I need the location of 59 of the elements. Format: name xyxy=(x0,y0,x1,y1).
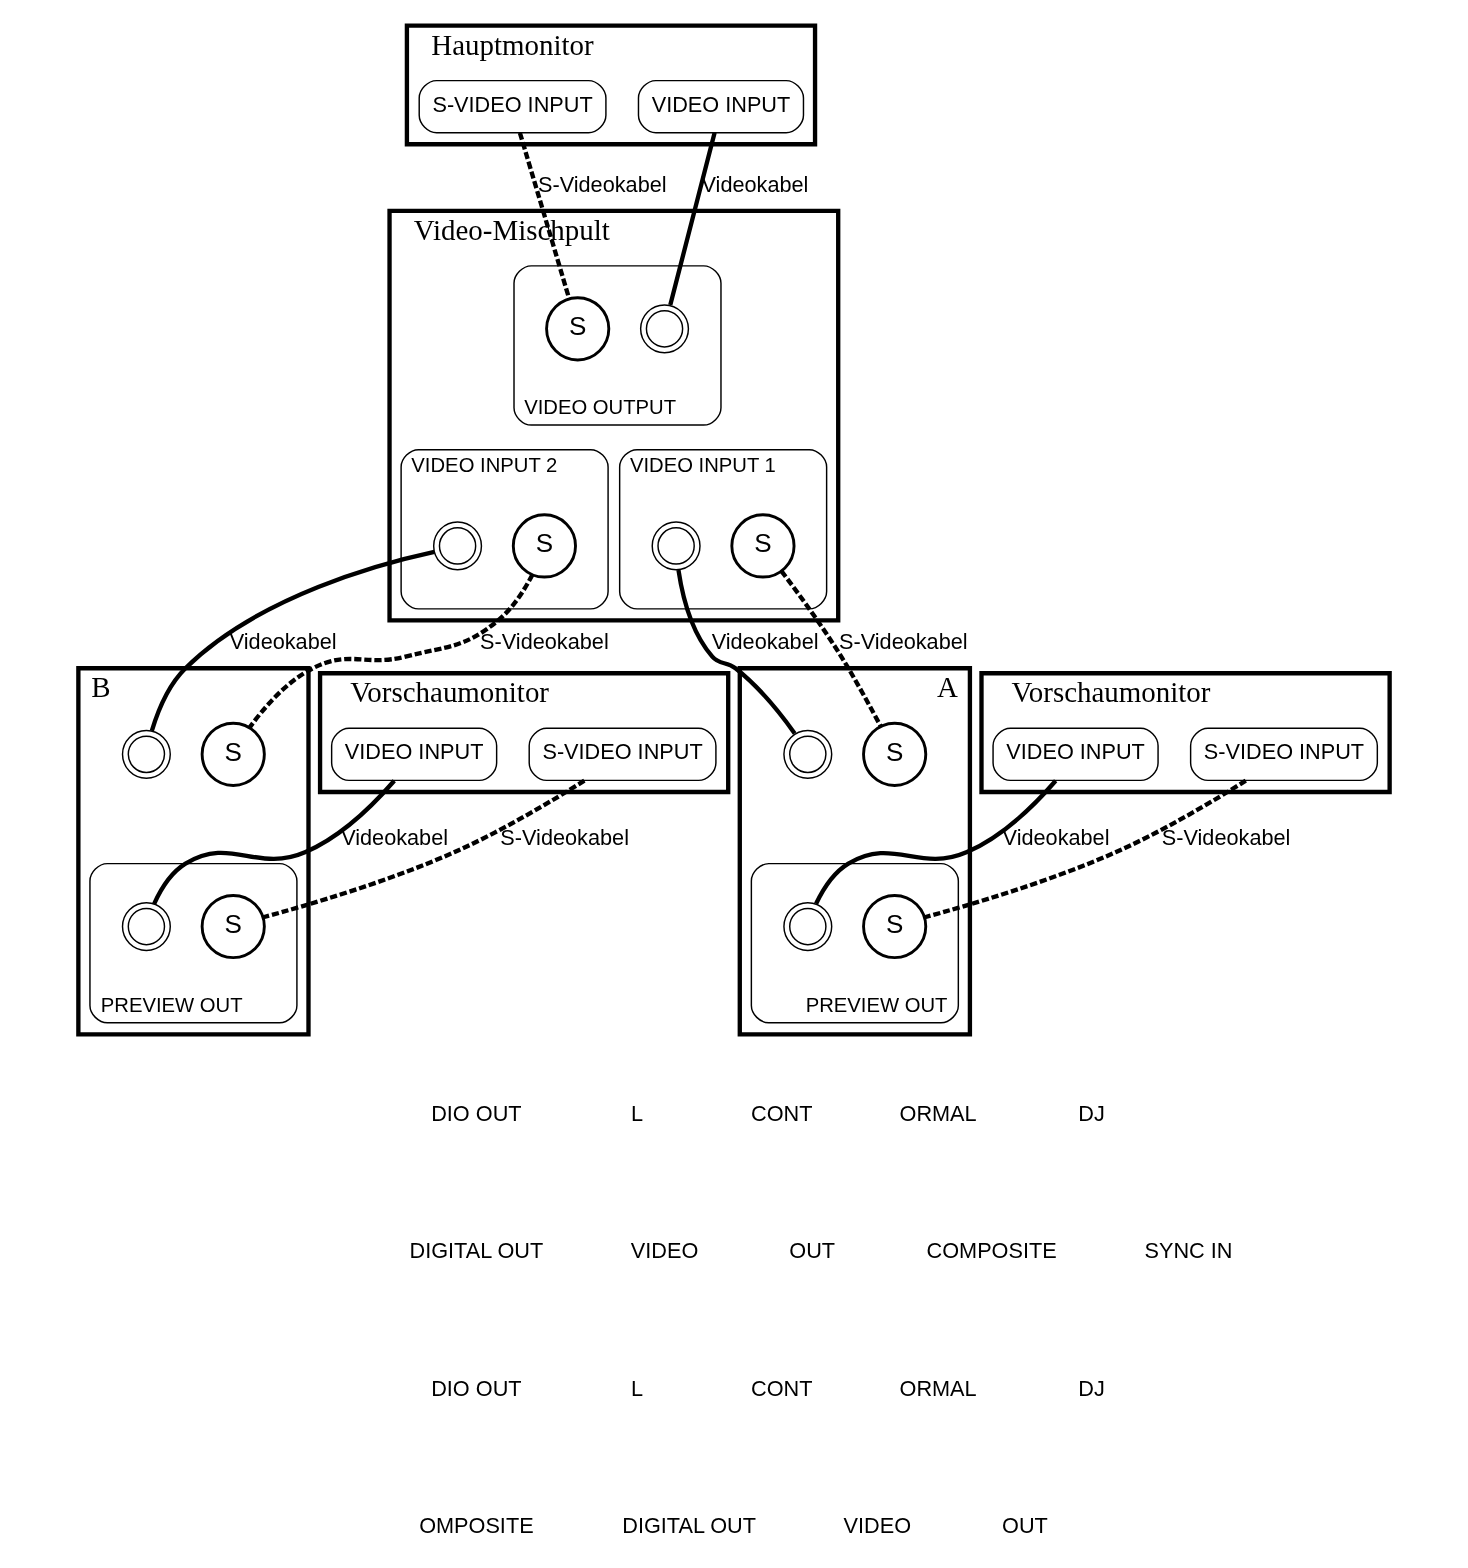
edge-label: Videokabel xyxy=(341,824,449,850)
node-circle xyxy=(651,521,701,571)
label: L xyxy=(631,1100,644,1126)
label: VIDEO xyxy=(630,1237,699,1263)
node-circle: S xyxy=(511,513,577,579)
node-circle xyxy=(432,521,483,571)
label: OUT xyxy=(789,1237,836,1263)
node-box: VIDEO INPUT xyxy=(330,727,498,782)
edge-label: S-Videokabel xyxy=(1161,824,1291,850)
label: VIDEO xyxy=(843,1512,912,1538)
label: OUT xyxy=(1002,1512,1048,1538)
node-circle: S xyxy=(200,894,266,960)
node-circle: S xyxy=(862,721,928,787)
label: CONT xyxy=(751,1100,813,1126)
node-circle xyxy=(783,729,833,779)
node-box: S-VIDEO INPUT xyxy=(1189,727,1379,782)
connector xyxy=(676,569,797,735)
edge-label: S-Videokabel xyxy=(537,172,667,198)
label: COMPOSITE xyxy=(926,1237,1057,1263)
node-circle xyxy=(121,729,171,779)
node-circle: S xyxy=(545,296,611,362)
edge-label: Videokabel xyxy=(229,629,337,655)
edge-label: Videokabel xyxy=(1002,824,1110,850)
edge-label: Videokabel xyxy=(711,629,819,655)
node-circle xyxy=(121,901,171,952)
edge-label: S-Videokabel xyxy=(839,629,968,655)
connector xyxy=(924,778,1247,920)
label: L xyxy=(631,1375,644,1401)
label: ORMAL xyxy=(899,1100,977,1126)
edge-label: S-Videokabel xyxy=(500,824,629,850)
node-box: VIDEO INPUT xyxy=(637,79,805,134)
connector xyxy=(262,778,586,920)
connector xyxy=(247,573,535,729)
label: DJ xyxy=(1078,1100,1105,1126)
node-circle: S xyxy=(862,894,928,960)
node-box: S-VIDEO INPUT xyxy=(418,79,607,134)
label: DIO OUT xyxy=(431,1100,522,1126)
label: OMPOSITE xyxy=(419,1512,534,1538)
connector xyxy=(668,132,717,306)
label: DJ xyxy=(1078,1375,1105,1401)
node-circle xyxy=(639,304,690,354)
node-circle: S xyxy=(730,513,796,579)
node-circle xyxy=(783,901,833,952)
connector xyxy=(814,779,1058,905)
connector xyxy=(149,549,435,732)
label: ORMAL xyxy=(899,1375,977,1401)
label: SYNC IN xyxy=(1144,1237,1233,1263)
edge-label: Videokabel xyxy=(701,172,809,198)
connector xyxy=(517,132,572,299)
node-box: S-VIDEO INPUT xyxy=(528,727,717,782)
label: DIGITAL OUT xyxy=(409,1237,544,1263)
connector xyxy=(779,569,883,728)
edge-label: S-Videokabel xyxy=(480,629,609,655)
label: DIO OUT xyxy=(431,1375,522,1401)
label: CONT xyxy=(751,1375,813,1401)
node-circle: S xyxy=(200,721,266,787)
node-box: VIDEO INPUT xyxy=(992,727,1159,782)
label: DIGITAL OUT xyxy=(622,1512,757,1538)
connector xyxy=(152,779,396,905)
